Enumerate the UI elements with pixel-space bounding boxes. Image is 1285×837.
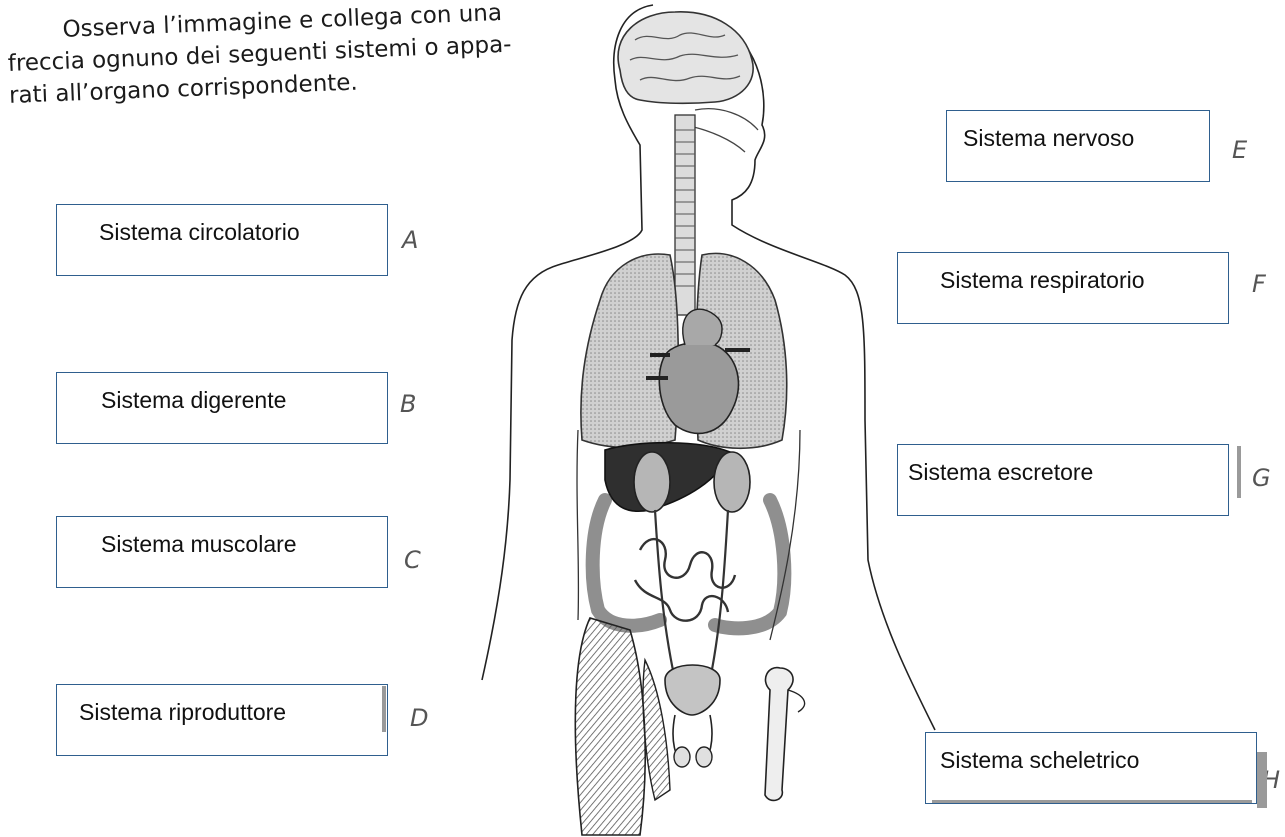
right-kidney [714, 452, 750, 512]
scan-mark [1257, 752, 1267, 808]
letter-a: A [402, 226, 418, 254]
letter-d: D [410, 704, 428, 732]
letter-c: C [404, 546, 421, 574]
label-box-sistema-digerente: Sistema digerente [56, 372, 388, 444]
label-box-sistema-escretore: Sistema escretore [897, 444, 1229, 516]
ureters [655, 510, 728, 680]
left-kidney [634, 452, 670, 512]
letter-b: B [400, 390, 416, 418]
label-box-sistema-nervoso: Sistema nervoso [946, 110, 1210, 182]
muscle [575, 618, 645, 835]
trachea [675, 115, 695, 315]
label-text: Sistema muscolare [101, 531, 297, 557]
label-box-sistema-circolatorio: Sistema circolatorio [56, 204, 388, 276]
torso-left-inner [577, 430, 578, 620]
label-text: Sistema scheletrico [940, 747, 1139, 773]
femur-bone [765, 668, 793, 801]
label-box-sistema-respiratorio: Sistema respiratorio [897, 252, 1229, 324]
scan-mark [932, 800, 1252, 803]
heart [659, 342, 738, 433]
label-text: Sistema circolatorio [99, 219, 300, 245]
label-text: Sistema digerente [101, 387, 286, 413]
scan-mark [1237, 446, 1241, 498]
label-box-sistema-scheletrico: Sistema scheletrico [925, 732, 1257, 804]
label-text: Sistema respiratorio [940, 267, 1145, 293]
label-text: Sistema escretore [908, 459, 1093, 485]
letter-g: G [1252, 464, 1271, 492]
label-text: Sistema riproduttore [79, 699, 286, 725]
label-text: Sistema nervoso [963, 125, 1134, 151]
large-intestine [593, 500, 785, 628]
letter-e: E [1232, 136, 1247, 164]
left-lung [581, 254, 678, 447]
label-box-sistema-muscolare: Sistema muscolare [56, 516, 388, 588]
letter-f: F [1252, 270, 1266, 298]
bladder [665, 665, 720, 715]
scan-mark [382, 686, 386, 732]
human-body-organs-illustration [470, 0, 940, 837]
label-box-sistema-riproduttore: Sistema riproduttore [56, 684, 388, 756]
